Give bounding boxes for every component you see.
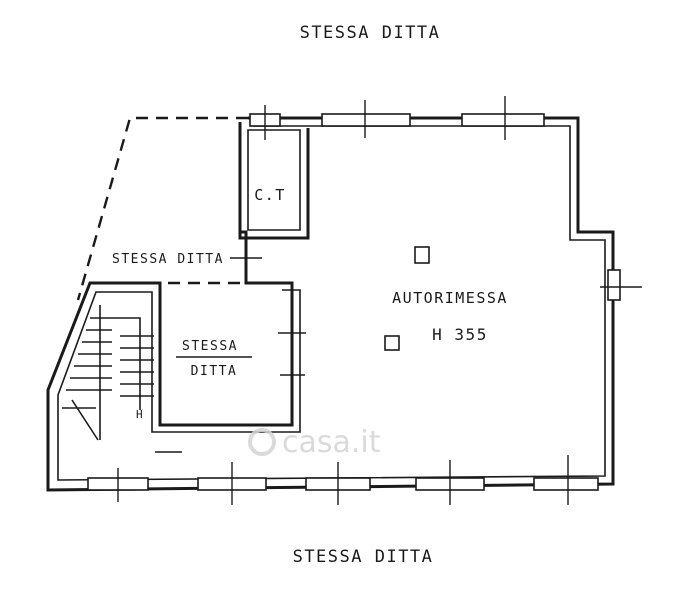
label-height: H 355 <box>432 325 488 344</box>
watermark-text: casa.it <box>282 425 381 460</box>
label-inner-neighbor-line1: STESSA <box>182 339 238 354</box>
label-bottom-neighbor: STESSA DITTA <box>293 547 434 567</box>
staircase: H <box>66 305 154 441</box>
label-inner-neighbor-line2: DITTA <box>191 364 238 379</box>
label-top-neighbor: STESSA DITTA <box>300 23 441 43</box>
label-stair-mark: H <box>136 408 144 421</box>
top-windows <box>249 113 545 127</box>
axis-ticks <box>62 96 642 505</box>
interior-wall-line <box>57 125 606 481</box>
label-boiler-room: C.T <box>254 186 286 204</box>
watermark: casa.it <box>248 425 381 460</box>
label-garage: AUTORIMESSA <box>392 289 508 307</box>
exterior-walls <box>46 116 615 492</box>
right-window <box>607 269 621 301</box>
pillar-upper <box>414 246 430 264</box>
boiler-room: C.T <box>238 122 310 240</box>
dashed-property-boundary <box>76 116 248 301</box>
pillar-lower <box>384 335 400 351</box>
label-side-neighbor: STESSA DITTA <box>112 252 224 267</box>
